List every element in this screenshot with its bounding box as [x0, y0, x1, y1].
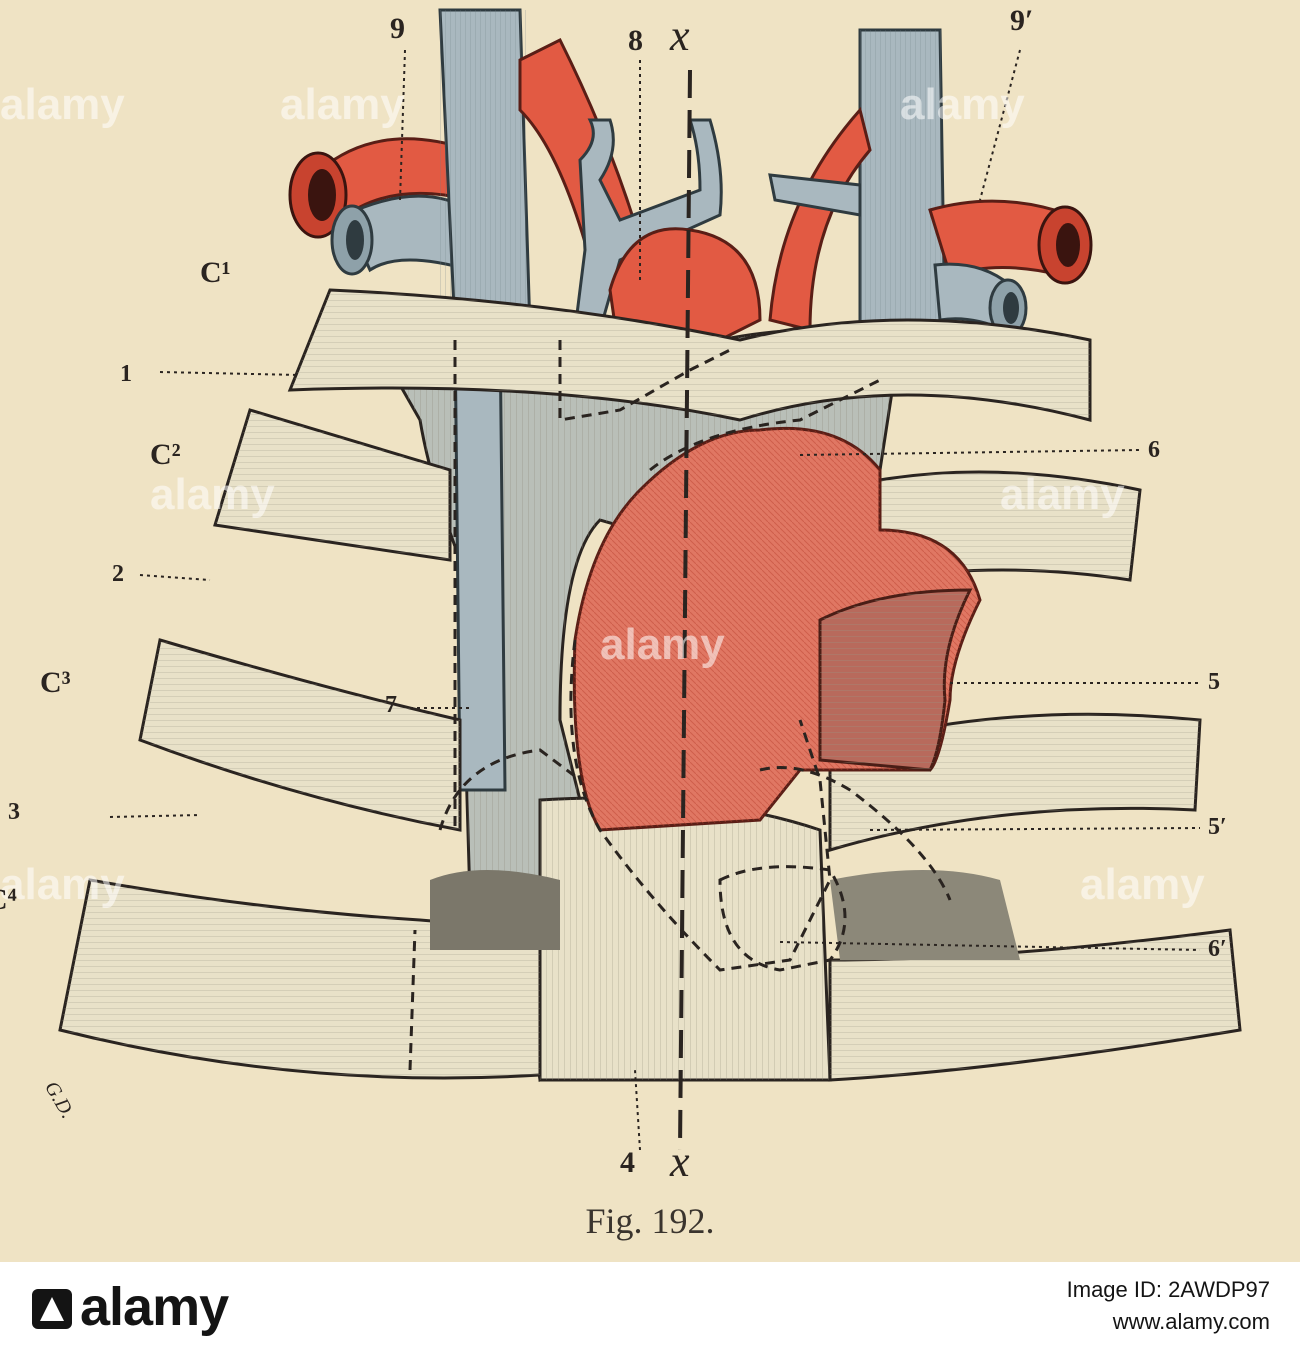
stock-id-block: Image ID: 2AWDP97 www.alamy.com — [1067, 1274, 1270, 1338]
label-6: 6 — [1148, 437, 1160, 463]
leader-lines — [109, 49, 1201, 1151]
heart-rib-illustration — [58, 8, 1242, 1151]
label-3: 3 — [8, 799, 20, 825]
subclavian-artery-right — [768, 106, 872, 332]
label-axis-x-top: x — [670, 11, 690, 60]
label-7: 7 — [385, 692, 397, 718]
intercostal-shadow — [430, 870, 560, 950]
watermark: alamy — [280, 80, 405, 129]
stock-footer: alamy Image ID: 2AWDP97 www.alamy.com — [0, 1262, 1300, 1352]
image-id: Image ID: 2AWDP97 — [1066, 1277, 1270, 1302]
dashed-outlines — [408, 340, 952, 1071]
label-2: 2 — [112, 561, 124, 587]
internal-thoracic-vein — [453, 328, 507, 792]
label-5: 5 — [1208, 669, 1220, 695]
pulmonary-vein-branch — [573, 118, 723, 332]
brand-logo[interactable]: alamy — [30, 1276, 229, 1338]
great-vessels — [288, 8, 1093, 362]
label-axis-x-bottom: x — [670, 1137, 690, 1186]
watermark: alamy — [1080, 860, 1205, 909]
watermark: alamy — [150, 470, 275, 519]
brand-name: alamy — [80, 1277, 229, 1337]
label-6-prime: 6′ — [1208, 936, 1227, 962]
label-5-prime: 5′ — [1208, 814, 1227, 840]
site-url[interactable]: www.alamy.com — [1112, 1308, 1270, 1334]
vein-branch-right — [768, 173, 862, 217]
label-c1: C¹ — [200, 256, 231, 289]
watermark: alamy — [0, 80, 125, 129]
label-c4: C⁴ — [0, 883, 17, 916]
label-c2: C² — [150, 438, 181, 471]
watermark: alamy — [0, 860, 125, 909]
watermark: alamy — [600, 620, 725, 669]
label-9-prime: 9′ — [1010, 4, 1034, 37]
label-1: 1 — [120, 361, 132, 387]
label-9: 9 — [390, 12, 405, 45]
anatomical-plate: alamy alamy alamy alamy alamy alamy alam… — [0, 0, 1300, 1262]
watermark: alamy — [900, 80, 1025, 129]
watermark: alamy — [1000, 470, 1125, 519]
intercostal-shadow-right — [830, 870, 1020, 960]
alamy-logo-icon — [32, 1289, 72, 1329]
label-4: 4 — [620, 1146, 635, 1179]
axis-x-x — [678, 69, 692, 1151]
label-c3: C³ — [40, 666, 71, 699]
figure-caption: Fig. 192. — [585, 1201, 715, 1241]
label-8: 8 — [628, 24, 643, 57]
heart — [572, 426, 982, 832]
